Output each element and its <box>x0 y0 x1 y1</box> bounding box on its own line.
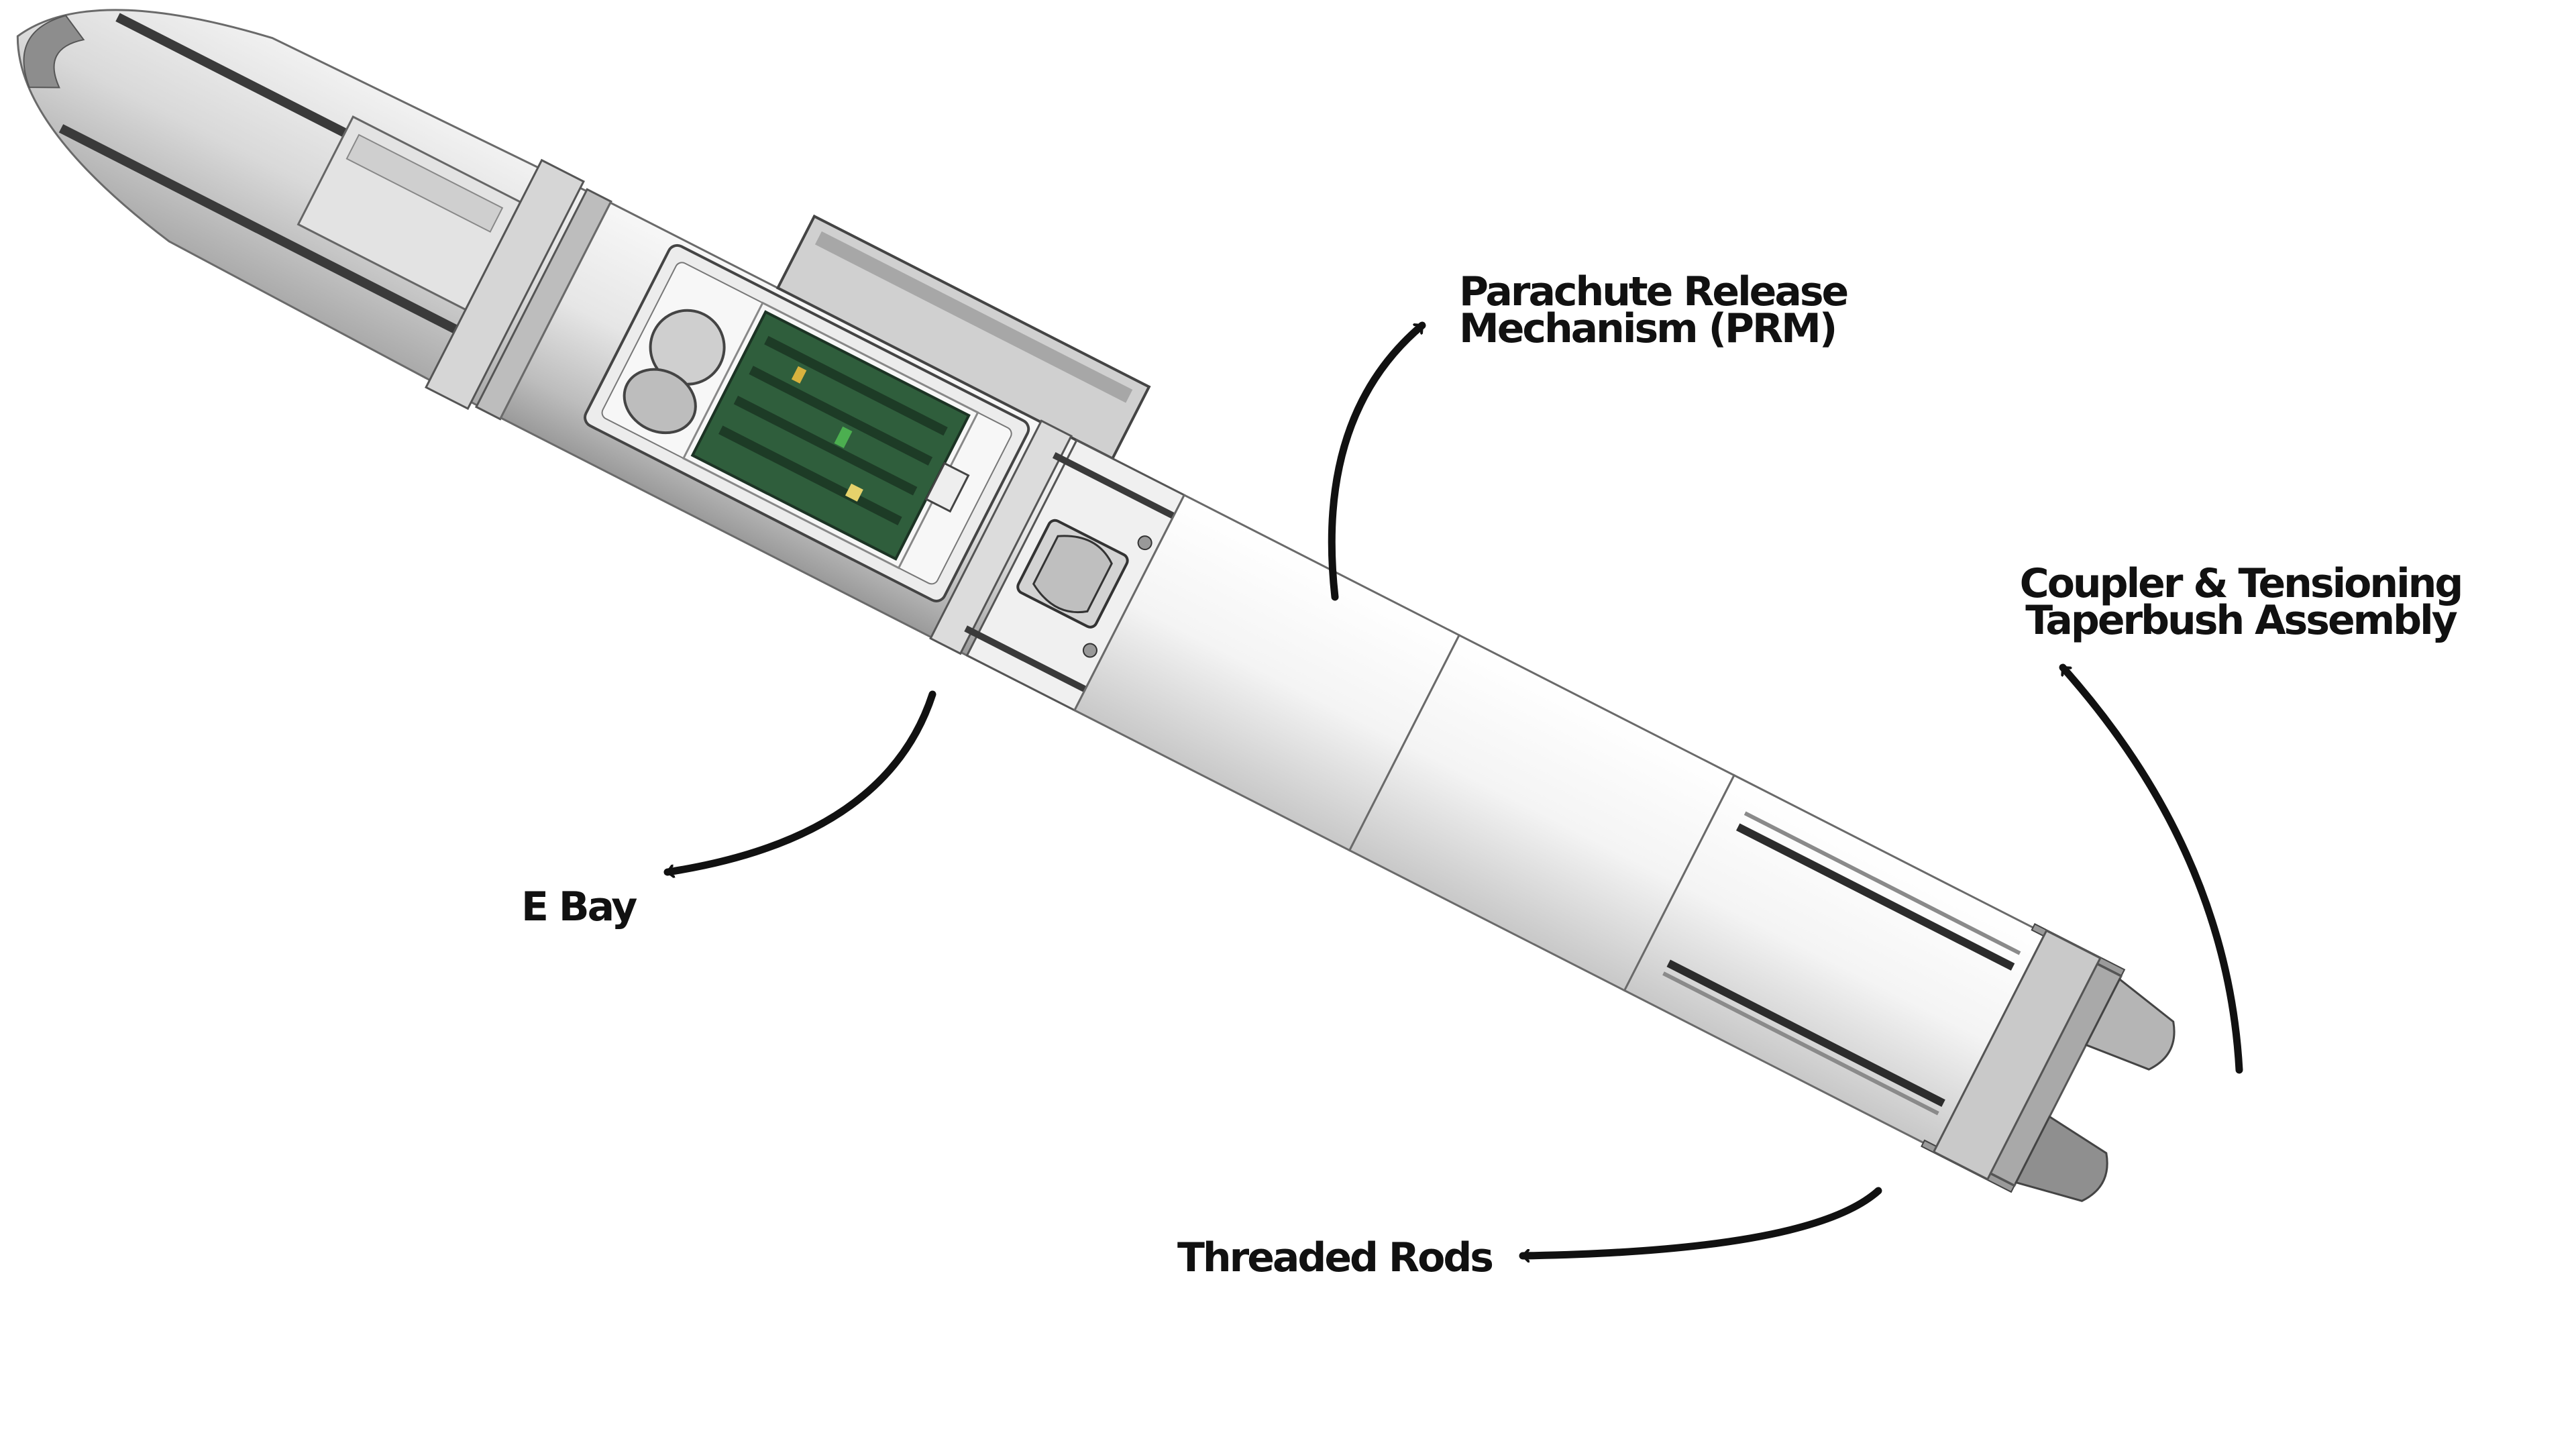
prm-arrow <box>1328 321 1426 601</box>
threaded-rods-label: Threaded Rods <box>1177 1234 1492 1281</box>
rods-arrow <box>1519 1187 1882 1256</box>
coupler-label-line1: Coupler & Tensioning <box>2020 560 2462 607</box>
ebay-arrow <box>663 690 936 872</box>
threaded-rod-top <box>1735 823 2015 971</box>
coupler-arrow <box>2059 663 2243 1074</box>
bulkhead-ring <box>425 158 585 411</box>
prm-label-line2: Mechanism (PRM) <box>1459 305 1835 352</box>
prm-label-line1: Parachute Release <box>1459 268 1847 315</box>
coupler-label-line2: Taperbush Assembly <box>2025 597 2457 644</box>
taperbush-upper <box>2084 977 2176 1071</box>
ebay-label: E Bay <box>521 883 637 930</box>
taperbush-lower <box>2015 1115 2108 1202</box>
ebay-hatch-lid <box>775 214 1151 461</box>
rocket-body <box>16 9 2176 1202</box>
threaded-rod-bottom <box>1666 959 1945 1107</box>
